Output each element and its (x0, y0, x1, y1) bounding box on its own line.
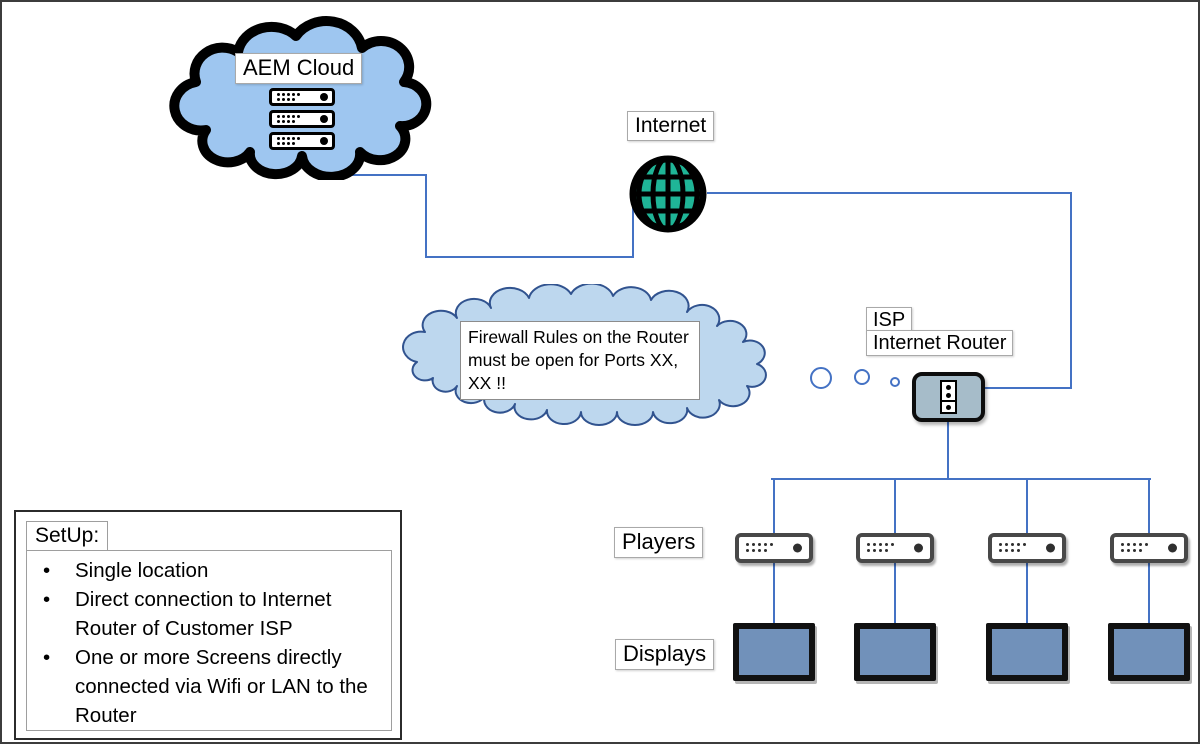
server-dots (277, 137, 280, 140)
server-icon (269, 88, 335, 106)
server-icon (269, 110, 335, 128)
thought-bubble-large (810, 367, 832, 389)
display-icon-4 (1108, 623, 1190, 681)
connector-cloud-to-internet-seg1 (350, 174, 427, 176)
player-led-icon (793, 543, 802, 553)
player-led-icon (914, 543, 923, 553)
connector-cloud-to-internet-seg2 (425, 174, 427, 258)
isp-label: ISP (866, 307, 913, 334)
player-dots (999, 543, 1002, 546)
globe-icon (629, 155, 707, 233)
connector-cloud-to-internet-seg3 (425, 256, 634, 258)
setup-title: SetUp: (26, 521, 109, 552)
setup-list: Single location Direct connection to Int… (26, 550, 392, 731)
connector-distribution-bus (771, 478, 1151, 480)
aem-cloud-label: AEM Cloud (235, 53, 363, 84)
router-port-dot (946, 405, 951, 410)
firewall-note: Firewall Rules on the Router must be ope… (460, 321, 700, 401)
setup-panel: SetUp: Single location Direct connection… (14, 510, 402, 740)
player-led-icon (1168, 543, 1177, 553)
player-led-icon (1046, 543, 1055, 553)
setup-bullet-2: Direct connection to Internet Router of … (27, 585, 389, 643)
thought-bubble-medium (854, 369, 870, 385)
player-dots (746, 543, 749, 546)
server-dots (277, 115, 280, 118)
player-icon-2 (856, 533, 934, 563)
setup-bullet-1: Single location (27, 556, 389, 585)
server-dots (277, 93, 280, 96)
server-led-icon (320, 93, 328, 101)
router-port-panel (940, 380, 957, 414)
internet-label: Internet (627, 111, 715, 141)
player-dots (867, 543, 870, 546)
setup-bullet-3: One or more Screens directly connected v… (27, 643, 389, 730)
connector-internet-to-router-seg3 (952, 387, 1072, 389)
displays-label: Displays (615, 639, 715, 670)
players-label: Players (614, 527, 704, 558)
router-port-divider (942, 400, 955, 402)
display-icon-3 (986, 623, 1068, 681)
router-port-dot (946, 393, 951, 398)
player-dots (1121, 543, 1124, 546)
router-icon (912, 372, 985, 422)
server-led-icon (320, 137, 328, 145)
connector-internet-to-router-seg1 (707, 192, 1072, 194)
server-icon (269, 132, 335, 150)
player-icon-3 (988, 533, 1066, 563)
router-port-dot (946, 385, 951, 390)
internet-router-label: Internet Router (866, 330, 1014, 357)
server-stack-icon (269, 88, 335, 154)
display-icon-1 (733, 623, 815, 681)
player-icon-4 (1110, 533, 1188, 563)
thought-bubble-small (890, 377, 900, 387)
display-icon-2 (854, 623, 936, 681)
connector-internet-to-router-seg2 (1070, 192, 1072, 389)
connector-router-downlink (947, 414, 949, 480)
server-led-icon (320, 115, 328, 123)
player-icon-1 (735, 533, 813, 563)
connector-cloud-to-internet-seg4 (632, 194, 634, 258)
